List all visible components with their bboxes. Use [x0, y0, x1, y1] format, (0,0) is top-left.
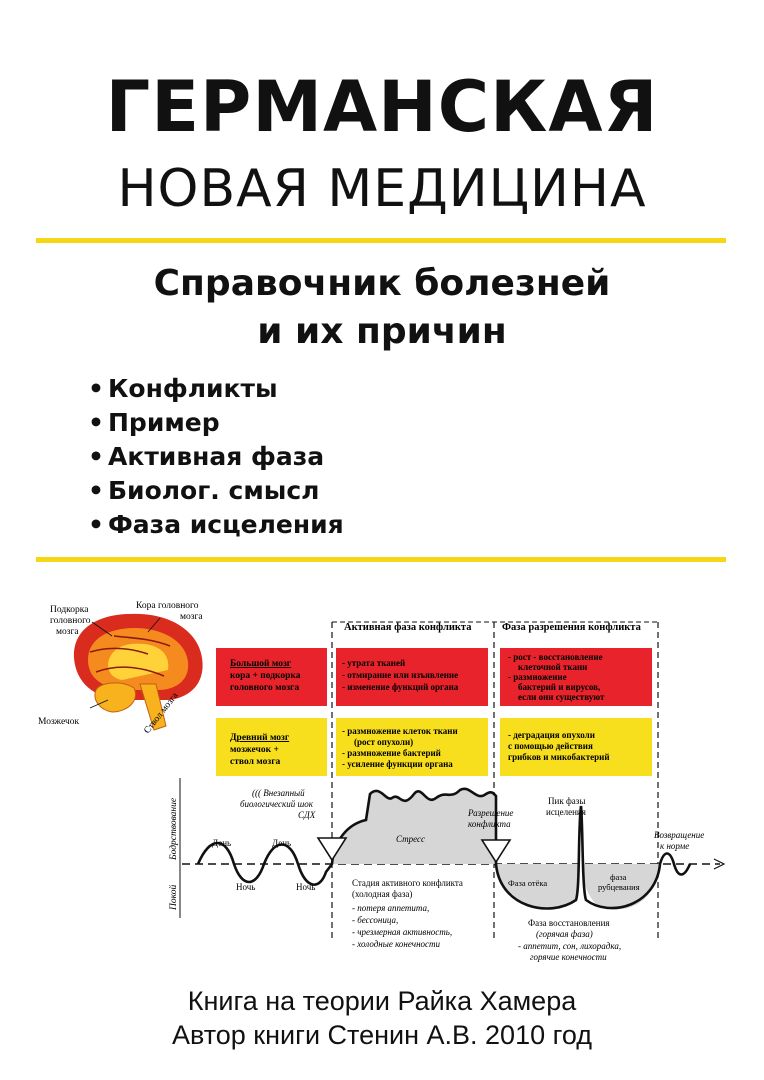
scar-label: рубцевания	[598, 882, 640, 892]
shock-label: СДХ	[298, 810, 316, 820]
footer-line2: Автор книги Стенин А.В. 2010 год	[171, 1020, 593, 1050]
label-night: Ночь	[296, 882, 315, 892]
yellow-resolution-box	[500, 718, 652, 776]
topic-item: •Активная фаза	[88, 442, 325, 471]
shock-label: ((( Внезапный	[252, 788, 305, 798]
topic-list: •Конфликты •Пример •Активная фаза •Биоло…	[88, 372, 344, 542]
big-brain-title: Большой мозг	[230, 658, 292, 669]
header-resolution-phase: Фаза разрешения конфликта	[502, 622, 642, 633]
peak-label: Пик фазы	[548, 796, 585, 806]
recovery-symptom: - аппетит, сон, лихорадка,	[518, 941, 621, 951]
return-label: к норме	[660, 841, 689, 851]
edema-area	[496, 864, 580, 908]
red-resolution-text: если они существуют	[518, 692, 605, 702]
big-brain-box	[216, 648, 327, 706]
label-day: День	[212, 838, 231, 848]
red-active-box	[336, 648, 488, 706]
active-stage-label: (холодная фаза)	[352, 889, 412, 899]
label-day: День	[272, 838, 291, 848]
footer-line1: Книга на теории Райка Хамера	[187, 986, 577, 1016]
shock-triangle-icon	[316, 837, 348, 862]
biphasic-curve	[196, 787, 692, 910]
return-label: Возвращение	[654, 830, 704, 840]
peak-label: исцеления	[546, 807, 586, 817]
stress-label: Стресс	[396, 834, 425, 844]
yellow-active-text: - усиление функции органа	[342, 759, 453, 769]
yellow-divider-top	[36, 238, 726, 243]
old-brain-text: мозжечок +	[230, 745, 279, 755]
axis-wake-label: Бодрствование	[168, 798, 179, 861]
subtitle-line1: Справочник болезней	[153, 263, 611, 304]
topic-item: •Пример	[88, 408, 220, 437]
red-active-text: - утрата тканей	[342, 658, 405, 668]
red-active-text: - изменение функций органа	[342, 682, 459, 692]
active-symptom: - холодные конечности	[352, 939, 441, 949]
recovery-stage-label: (горячая фаза)	[536, 929, 593, 939]
topic-item: •Конфликты	[88, 374, 278, 403]
red-resolution-text: - размножение	[508, 672, 567, 682]
yellow-active-box	[336, 718, 488, 776]
shock-label: биологический шок	[240, 799, 314, 809]
yellow-divider-bottom	[36, 557, 726, 562]
topic-item: •Фаза исцеления	[88, 510, 344, 539]
topic-item: •Биолог. смысл	[88, 476, 320, 505]
edema-label: Фаза отёка	[508, 878, 547, 888]
book-title-line2: НОВАЯ МЕДИЦИНА	[117, 159, 647, 219]
active-symptom: - потеря аппетита,	[352, 903, 429, 913]
old-brain-title: Древний мозг	[230, 732, 290, 743]
label-cortex: Кора головного	[136, 601, 199, 611]
old-brain-text: ствол мозга	[230, 757, 281, 767]
book-title: ГЕРМАНСКАЯ	[105, 66, 659, 148]
old-brain-box	[216, 718, 327, 776]
active-symptom: - чрезмерная активность,	[352, 927, 452, 937]
active-stage-label: Стадия активного конфликта	[352, 878, 463, 888]
stress-area	[332, 788, 496, 864]
scar-label: фаза	[610, 872, 627, 882]
subtitle-line2: и их причин	[257, 311, 507, 352]
recovery-symptom: горячие конечности	[530, 952, 607, 962]
header-active-phase: Активная фаза конфликта	[344, 622, 472, 633]
big-brain-text: головного мозга	[230, 683, 299, 693]
yellow-active-text: - размножение бактерий	[342, 748, 441, 758]
resolution-triangle-icon	[480, 839, 512, 864]
label-cerebellum: Мозжечок	[38, 717, 79, 727]
brain-illustration: Подкорка головного мозга Кора головного …	[38, 601, 203, 736]
label-subcortex: головного	[50, 616, 91, 626]
yellow-resolution-text: грибков и микобактерий	[508, 752, 610, 762]
resolution-label: конфликта	[468, 819, 511, 829]
label-subcortex: мозга	[56, 627, 79, 637]
yellow-resolution-text: - деградация опухоли	[508, 730, 595, 740]
resolution-label: Разрешение	[467, 808, 513, 818]
label-cortex: мозга	[180, 612, 203, 622]
yellow-resolution-text: с помощью действия	[508, 741, 593, 751]
recovery-stage-label: Фаза восстановления	[528, 918, 610, 928]
red-active-text: - отмирание или изъявление	[342, 670, 458, 680]
diagram: Подкорка головного мозга Кора головного …	[38, 601, 726, 962]
active-symptom: - бессоница,	[352, 915, 398, 925]
red-resolution-text: - рост - восстановление	[508, 652, 603, 662]
label-subcortex: Подкорка	[50, 605, 89, 615]
red-resolution-text: клеточной ткани	[518, 662, 587, 672]
axis-rest-label: Покой	[168, 885, 179, 911]
yellow-active-text: - размножение клеток ткани	[342, 726, 458, 736]
red-resolution-text: бактерий и вирусов,	[518, 682, 600, 692]
big-brain-text: кора + подкорка	[230, 671, 301, 681]
label-night: Ночь	[236, 882, 255, 892]
red-resolution-box	[500, 648, 652, 706]
yellow-active-text: (рост опухоли)	[354, 737, 413, 747]
